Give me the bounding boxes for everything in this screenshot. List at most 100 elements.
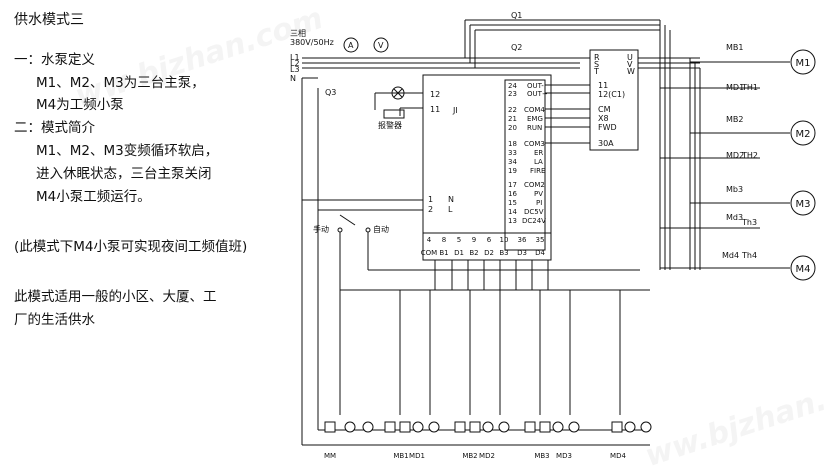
motor-m1: M1 — [796, 58, 811, 69]
section-heading-mode-intro: 二：模式简介 — [14, 120, 95, 136]
terminal-signal: ER — [534, 149, 543, 157]
vfd-input-r: R — [594, 53, 600, 62]
section-heading-pump-definition: 一：水泵定义 — [14, 52, 95, 68]
terminal-signal: OUT+ — [527, 90, 548, 98]
terminal-number: 16 — [508, 190, 517, 198]
voltmeter-symbol: V — [378, 41, 384, 50]
contactor-label: Mb3 — [726, 185, 743, 194]
coil-label: MD3 — [556, 452, 572, 460]
coil-label: MD2 — [479, 452, 495, 460]
vfd-terminal: 11 — [598, 81, 608, 90]
terminal-number: 1 — [428, 195, 433, 204]
terminal-number: 10 — [500, 236, 509, 244]
contactor-label: Md3 — [726, 213, 743, 222]
contactor-label: MD1 — [726, 83, 744, 92]
text-line: M1、M2、M3为三台主泵， — [36, 75, 205, 91]
phase-l1-label: L1 — [290, 53, 300, 62]
terminal-number: 13 — [508, 217, 517, 225]
thermal-relay-label: TH2 — [741, 151, 758, 160]
terminal-signal: COM2 — [524, 181, 545, 189]
terminal-signal: DC24V — [522, 217, 546, 225]
terminal-signal: EMG — [527, 115, 543, 123]
terminal-number: 34 — [508, 158, 517, 166]
terminal-number: 14 — [508, 208, 517, 216]
coil-label: MM — [324, 452, 336, 460]
terminal-signal: PV — [534, 190, 543, 198]
text-line: M4为工频小泵 — [36, 97, 124, 113]
text-line: 厂的生活供水 — [14, 312, 95, 328]
thermal-relay-label: Th4 — [741, 251, 757, 260]
phase-l2-label: L2 — [290, 59, 300, 68]
terminal-signal: L — [448, 205, 453, 214]
terminal-number: 33 — [508, 149, 517, 157]
terminal-number: 6 — [487, 236, 492, 244]
terminal-number: 4 — [427, 236, 432, 244]
terminal-number: 24 — [508, 82, 517, 90]
coil-label: MD1 — [409, 452, 425, 460]
terminal-number: 20 — [508, 124, 517, 132]
q2-label: Q2 — [511, 43, 522, 52]
alarm-symbol: JI — [452, 106, 458, 115]
vfd-terminal: FWD — [598, 123, 617, 132]
terminal-number: 19 — [508, 167, 517, 175]
wiring-diagram: 三相 380V/50Hz L1 L2 L3 N Q1 Q2 Q3 A V 报警器… — [290, 11, 816, 460]
phase-l3-label: L3 — [290, 65, 300, 74]
contactor-label: MB1 — [726, 43, 743, 52]
text-line: M1、M2、M3变频循环软启， — [36, 143, 219, 159]
terminal-number: 2 — [428, 205, 433, 214]
vfd-terminal: X8 — [598, 114, 609, 123]
terminal-signal: COM3 — [524, 140, 545, 148]
terminal-number: 18 — [508, 140, 517, 148]
coil-label: MB2 — [462, 452, 477, 460]
motor-m3: M3 — [796, 199, 811, 210]
terminal-signal: COM — [421, 249, 437, 257]
vfd-terminal: 30A — [598, 139, 614, 148]
contactor-label: MD2 — [726, 151, 744, 160]
terminal-signal: B1 — [439, 249, 448, 257]
motor-m4: M4 — [796, 264, 811, 275]
terminal-number: 15 — [508, 199, 517, 207]
terminal-number: 5 — [457, 236, 461, 244]
contactor-label: Md4 — [722, 251, 739, 260]
coil-label: MB1 — [393, 452, 408, 460]
vfd-terminal: 12(C1) — [598, 90, 625, 99]
text-line: M4小泵工频运行。 — [36, 189, 151, 205]
terminal-number: 22 — [508, 106, 517, 114]
neutral-label: N — [290, 74, 296, 83]
terminal-signal: COM4 — [524, 106, 545, 114]
terminal-number: 36 — [518, 236, 527, 244]
q1-label: Q1 — [511, 11, 522, 20]
alarm-label: 报警器 — [378, 120, 402, 130]
vfd-terminal: CM — [598, 105, 611, 114]
terminal-number: 35 — [536, 236, 545, 244]
terminal-signal: RUN — [527, 124, 542, 132]
text-line: 进入休眠状态，三台主泵关闭 — [36, 166, 212, 182]
motor-m2: M2 — [796, 129, 811, 140]
vfd-output-w: W — [627, 67, 635, 76]
terminal-signal: DC5V — [524, 208, 544, 216]
coil-label: MB3 — [534, 452, 549, 460]
note-line: (此模式下M4小泵可实现夜间工频值班) — [14, 239, 248, 255]
terminal-signal: D3 — [517, 249, 527, 257]
manual-label: 手动 — [313, 224, 329, 234]
terminal-signal: FIRE — [530, 167, 545, 175]
terminal-number: 11 — [430, 105, 440, 114]
vfd-output-u: U — [627, 53, 633, 62]
terminal-number: 12 — [430, 90, 440, 99]
terminal-signal: B2 — [469, 249, 478, 257]
terminal-number: 9 — [472, 236, 476, 244]
thermal-relay-label: TH1 — [741, 83, 758, 92]
auto-label: 自动 — [373, 224, 389, 234]
vfd-input-s: S — [594, 60, 599, 69]
text-line: 此模式适用一般的小区、大厦、工 — [14, 289, 217, 305]
q3-label: Q3 — [325, 88, 336, 97]
terminal-signal: OUT- — [527, 82, 544, 90]
terminal-number: 8 — [442, 236, 446, 244]
terminal-signal: LA — [534, 158, 543, 166]
supply-label: 三相 — [290, 28, 306, 38]
terminal-number: 21 — [508, 115, 517, 123]
thermal-relay-label: Th3 — [741, 218, 757, 227]
terminal-signal: D1 — [454, 249, 464, 257]
supply-voltage-label: 380V/50Hz — [290, 38, 334, 47]
page-title: 供水模式三 — [14, 12, 84, 28]
